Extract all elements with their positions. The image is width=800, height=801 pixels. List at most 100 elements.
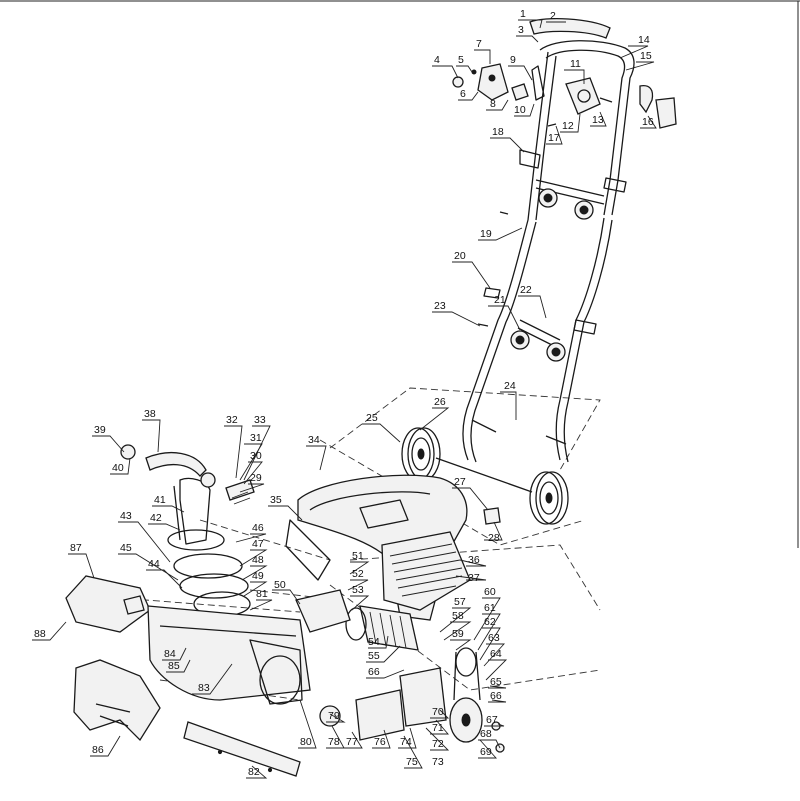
auger-housing xyxy=(147,605,311,705)
callout-78: 78 xyxy=(328,736,340,748)
belt-drive xyxy=(319,647,505,753)
callout-73: 73 xyxy=(432,756,444,768)
callout-37: 37 xyxy=(468,572,480,584)
callout-50: 50 xyxy=(274,579,286,591)
callout-87: 87 xyxy=(70,542,82,554)
callout-28: 28 xyxy=(488,532,500,544)
callout-3: 3 xyxy=(518,24,524,36)
callout-41: 41 xyxy=(154,494,166,506)
callout-19: 19 xyxy=(480,228,492,240)
callout-27: 27 xyxy=(454,476,466,488)
callout-53: 53 xyxy=(352,584,364,596)
callout-9: 9 xyxy=(510,54,516,66)
callout-68: 68 xyxy=(480,728,492,740)
callout-58: 58 xyxy=(452,610,464,622)
callout-49: 49 xyxy=(252,570,264,582)
callout-20: 20 xyxy=(454,250,466,262)
callout-13: 13 xyxy=(592,114,604,126)
callout-14: 14 xyxy=(638,34,650,46)
callout-82: 82 xyxy=(248,766,260,778)
callout-62: 62 xyxy=(484,616,496,628)
callout-46: 46 xyxy=(252,522,264,534)
callout-60: 60 xyxy=(484,586,496,598)
lower-handle xyxy=(462,179,613,463)
callout-67: 67 xyxy=(486,714,498,726)
callout-5: 5 xyxy=(458,54,464,66)
callout-84: 84 xyxy=(164,648,176,660)
callout-54: 54 xyxy=(368,636,380,648)
callout-66-left: 66 xyxy=(368,666,380,678)
scraper-bar xyxy=(183,721,301,777)
end-plate xyxy=(73,659,161,742)
callout-18: 18 xyxy=(492,126,504,138)
callout-17: 17 xyxy=(548,132,560,144)
callout-35: 35 xyxy=(270,494,282,506)
callout-64: 64 xyxy=(490,648,502,660)
callout-57: 57 xyxy=(454,596,466,608)
callout-79: 79 xyxy=(328,710,340,722)
side-plate-left xyxy=(65,575,151,633)
chute-assembly xyxy=(120,444,255,617)
wheel-axle xyxy=(435,457,533,493)
callout-23: 23 xyxy=(434,300,446,312)
callout-26: 26 xyxy=(434,396,446,408)
callout-88: 88 xyxy=(34,628,46,640)
callout-31: 31 xyxy=(250,432,262,444)
handle-control-parts xyxy=(452,63,677,129)
callout-30: 30 xyxy=(250,450,262,462)
callout-38: 38 xyxy=(144,408,156,420)
motor xyxy=(295,589,419,651)
callout-21: 21 xyxy=(494,294,506,306)
callout-63: 63 xyxy=(488,632,500,644)
callout-72: 72 xyxy=(432,738,444,750)
callout-86: 86 xyxy=(92,744,104,756)
callout-8: 8 xyxy=(490,98,496,110)
callout-75: 75 xyxy=(406,756,418,768)
callout-66-right: 66 xyxy=(490,690,502,702)
callout-81: 81 xyxy=(256,588,268,600)
callout-2: 2 xyxy=(550,10,556,22)
callout-32: 32 xyxy=(226,414,238,426)
callout-61: 61 xyxy=(484,602,496,614)
callout-40: 40 xyxy=(112,462,124,474)
callout-71: 71 xyxy=(432,722,444,734)
callout-44: 44 xyxy=(148,558,160,570)
callout-59: 59 xyxy=(452,628,464,640)
callout-12: 12 xyxy=(562,120,574,132)
callout-36: 36 xyxy=(468,554,480,566)
wheel-left xyxy=(401,427,441,481)
callout-76: 76 xyxy=(374,736,386,748)
callout-65: 65 xyxy=(490,676,502,688)
callout-labels: 1 2 3 4 5 6 7 8 9 10 11 12 13 14 15 16 1… xyxy=(34,8,654,778)
callout-51: 51 xyxy=(352,550,364,562)
callout-77: 77 xyxy=(346,736,358,748)
callout-42: 42 xyxy=(150,512,162,524)
callout-34: 34 xyxy=(308,434,320,446)
callout-48: 48 xyxy=(252,554,264,566)
wheel-right xyxy=(529,471,569,525)
callout-25: 25 xyxy=(366,412,378,424)
callout-45: 45 xyxy=(120,542,132,554)
callout-69: 69 xyxy=(480,746,492,758)
callout-85: 85 xyxy=(168,660,180,672)
motor-cover-vents xyxy=(381,531,471,611)
callout-4: 4 xyxy=(434,54,440,66)
leader-lines xyxy=(32,19,657,779)
callout-39: 39 xyxy=(94,424,106,436)
callout-22: 22 xyxy=(520,284,532,296)
callout-6: 6 xyxy=(460,88,466,100)
callout-29: 29 xyxy=(250,472,262,484)
callout-11: 11 xyxy=(570,58,581,70)
callout-43: 43 xyxy=(120,510,132,522)
callout-24: 24 xyxy=(504,380,516,392)
callout-15: 15 xyxy=(640,50,652,62)
callout-80: 80 xyxy=(300,736,312,748)
callout-10: 10 xyxy=(514,104,526,116)
callout-70: 70 xyxy=(432,706,444,718)
callout-74: 74 xyxy=(400,736,412,748)
callout-7: 7 xyxy=(476,38,482,50)
upper-handle xyxy=(519,17,635,221)
callout-55: 55 xyxy=(368,650,380,662)
callout-52: 52 xyxy=(352,568,364,580)
